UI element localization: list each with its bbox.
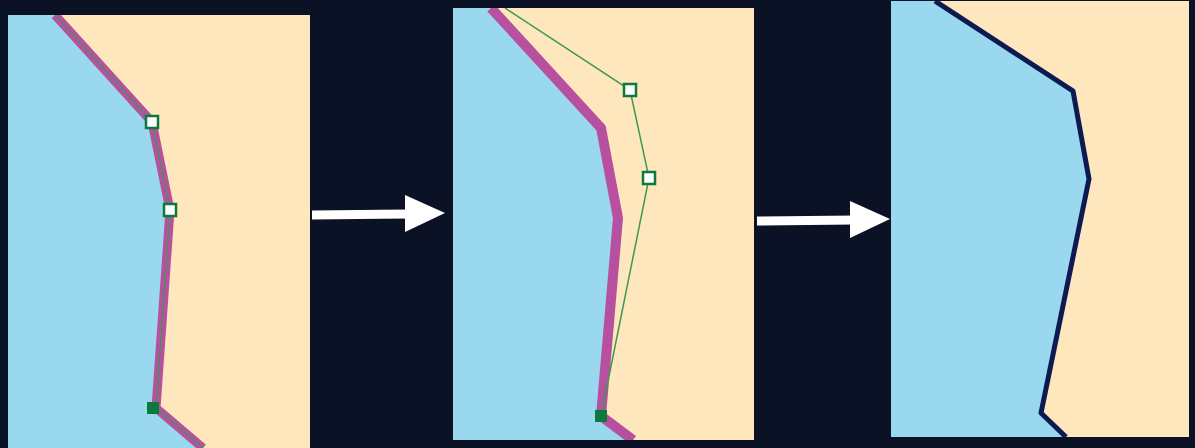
anchor-vertex-icon[interactable]: [595, 410, 607, 422]
new-edge-guide-line: [504, 8, 650, 417]
right-arrow-icon: [755, 196, 891, 244]
map-canvas-before: [8, 15, 310, 448]
map-canvas-after: [891, 1, 1189, 437]
vertex-handle-icon[interactable]: [162, 202, 178, 218]
right-arrow-icon: [310, 190, 446, 238]
water-area: [8, 15, 203, 448]
water-area: [891, 1, 1089, 437]
final-boundary-edge[interactable]: [933, 1, 1092, 437]
vertex-handle-icon[interactable]: [622, 82, 638, 98]
map-panel-before: [8, 15, 310, 448]
vertex-handle-icon[interactable]: [641, 170, 657, 186]
vertex-handle-icon[interactable]: [144, 114, 160, 130]
map-canvas-editing: [453, 8, 754, 440]
anchor-vertex-icon[interactable]: [147, 402, 159, 414]
map-panel-after: [891, 1, 1189, 437]
original-boundary-edge: [487, 8, 636, 440]
map-panel-editing: [453, 8, 754, 440]
